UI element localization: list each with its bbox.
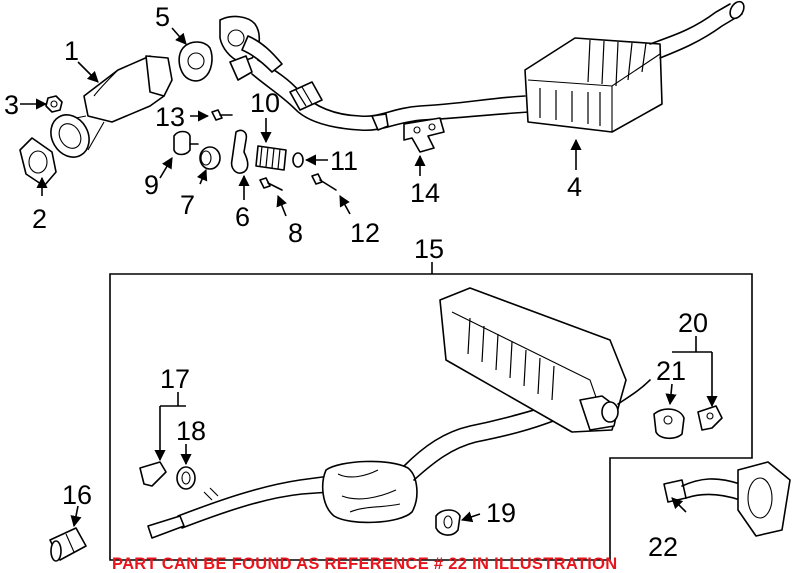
reference-note: PART CAN BE FOUND AS REFERENCE # 22 IN I…	[112, 555, 617, 573]
callout-14: 14	[410, 178, 440, 208]
rear-muffler	[439, 287, 651, 433]
callout-4: 4	[567, 172, 582, 202]
callout-20: 20	[678, 308, 708, 338]
gasket-5	[178, 41, 213, 82]
bolt-13	[211, 109, 233, 121]
catalytic-converter-1	[50, 55, 173, 158]
clamp-6	[230, 129, 249, 174]
bolt-9	[173, 130, 199, 156]
main-muffler-4	[524, 0, 745, 133]
callout-3: 3	[4, 90, 19, 120]
callout-9: 9	[144, 170, 159, 200]
bolt-12	[311, 173, 337, 191]
leader-lines	[20, 27, 712, 528]
callout-10: 10	[250, 88, 280, 118]
gasket-2	[19, 137, 57, 187]
manifold-flange	[219, 15, 283, 81]
isolator-19	[435, 509, 461, 536]
callout-7: 7	[180, 190, 195, 220]
assembly-box-15	[109, 273, 753, 561]
callout-2: 2	[32, 204, 47, 234]
spring-10	[255, 145, 287, 171]
callout-12: 12	[350, 218, 380, 248]
washer-11	[292, 152, 304, 168]
clamp-16	[49, 527, 87, 562]
callout-19: 19	[486, 498, 516, 528]
callout-16: 16	[62, 480, 92, 510]
bracket-17	[139, 461, 167, 487]
hanger-14	[403, 117, 445, 153]
front-pipe	[251, 59, 531, 132]
isolator-18	[176, 466, 196, 490]
callout-numbers: 1 2 3 4 5 6 7 8 9 10 11 12 13 14 15 16 1…	[4, 2, 708, 562]
callout-18: 18	[176, 416, 206, 446]
callout-15: 15	[414, 234, 444, 264]
callout-21: 21	[656, 356, 686, 386]
callout-8: 8	[288, 218, 303, 248]
callout-1: 1	[64, 36, 79, 66]
nut-3	[45, 95, 63, 113]
bolt-8	[259, 177, 283, 191]
callout-6: 6	[235, 202, 250, 232]
bracket-20	[697, 405, 723, 431]
callout-11: 11	[330, 146, 358, 176]
isolator-21	[653, 408, 685, 440]
tailpipe-22	[663, 461, 791, 537]
callout-5: 5	[155, 2, 170, 32]
callout-22: 22	[648, 532, 678, 562]
callout-17: 17	[160, 364, 190, 394]
bushing-7	[199, 146, 221, 170]
rear-pipe-assembly	[147, 405, 557, 539]
callout-13: 13	[155, 102, 185, 132]
